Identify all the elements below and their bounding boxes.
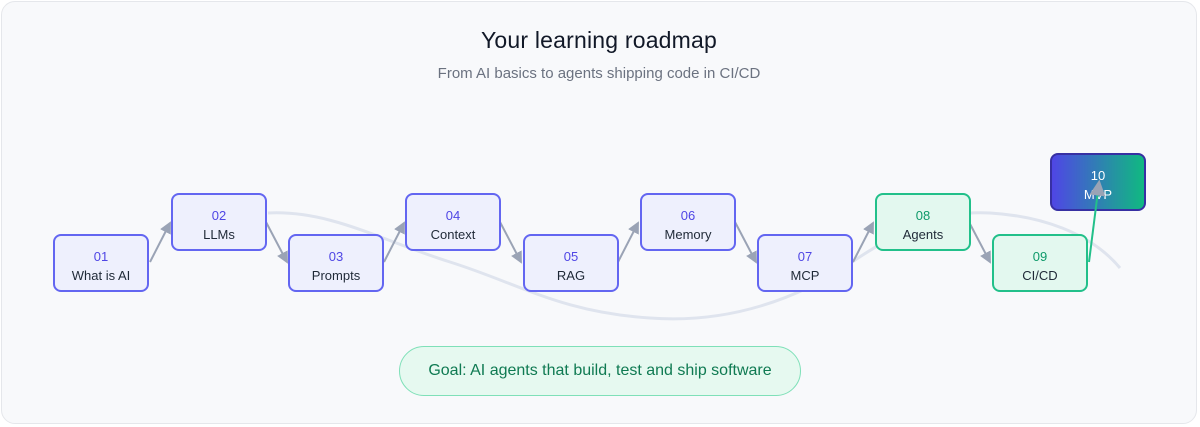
step-node-09[interactable]: 09 CI/CD (992, 234, 1088, 292)
step-node-02[interactable]: 02 LLMs (171, 193, 267, 251)
step-number: 09 (1032, 249, 1048, 264)
page-subtitle: From AI basics to agents shipping code i… (437, 65, 761, 82)
step-label: LLMs (203, 227, 235, 242)
connector-02-03 (265, 221, 288, 264)
step-node-08[interactable]: 08 Agents (875, 193, 971, 251)
step-number: 06 (680, 208, 696, 223)
connector-06-07 (734, 221, 757, 264)
step-label: RAG (556, 268, 586, 283)
step-number: 05 (563, 249, 579, 264)
step-node-07[interactable]: 07 MCP (757, 234, 853, 292)
step-label: Context (430, 227, 476, 242)
background-path-curve (267, 211, 1122, 321)
step-label: MVP (1083, 187, 1113, 202)
step-number: 03 (328, 249, 344, 264)
step-node-06[interactable]: 06 Memory (640, 193, 736, 251)
step-number: 04 (445, 208, 461, 223)
step-label: Memory (664, 227, 712, 242)
connector-07-08 (852, 221, 874, 263)
step-label: Prompts (311, 268, 361, 283)
step-label: MCP (790, 268, 820, 283)
step-number: 07 (797, 249, 813, 264)
goal-pill: Goal: AI agents that build, test and shi… (399, 346, 801, 396)
step-node-04[interactable]: 04 Context (405, 193, 501, 251)
step-node-01[interactable]: 01 What is AI (53, 234, 149, 292)
step-number: 01 (93, 249, 109, 264)
step-label: CI/CD (1022, 268, 1058, 283)
step-node-05[interactable]: 05 RAG (523, 234, 619, 292)
connector-05-06 (617, 221, 639, 263)
connector-04-05 (499, 221, 522, 264)
step-number: 02 (211, 208, 227, 223)
connector-08-09 (968, 221, 991, 264)
step-label: What is AI (71, 268, 131, 283)
connector-03-04 (383, 221, 405, 263)
step-number: 10 (1090, 168, 1106, 183)
page-title: Your learning roadmap (480, 27, 718, 53)
connector-01-02 (149, 221, 171, 263)
step-node-10[interactable]: 10 MVP (1050, 153, 1146, 211)
step-node-03[interactable]: 03 Prompts (288, 234, 384, 292)
step-number: 08 (915, 208, 931, 223)
step-label: Agents (902, 227, 944, 242)
